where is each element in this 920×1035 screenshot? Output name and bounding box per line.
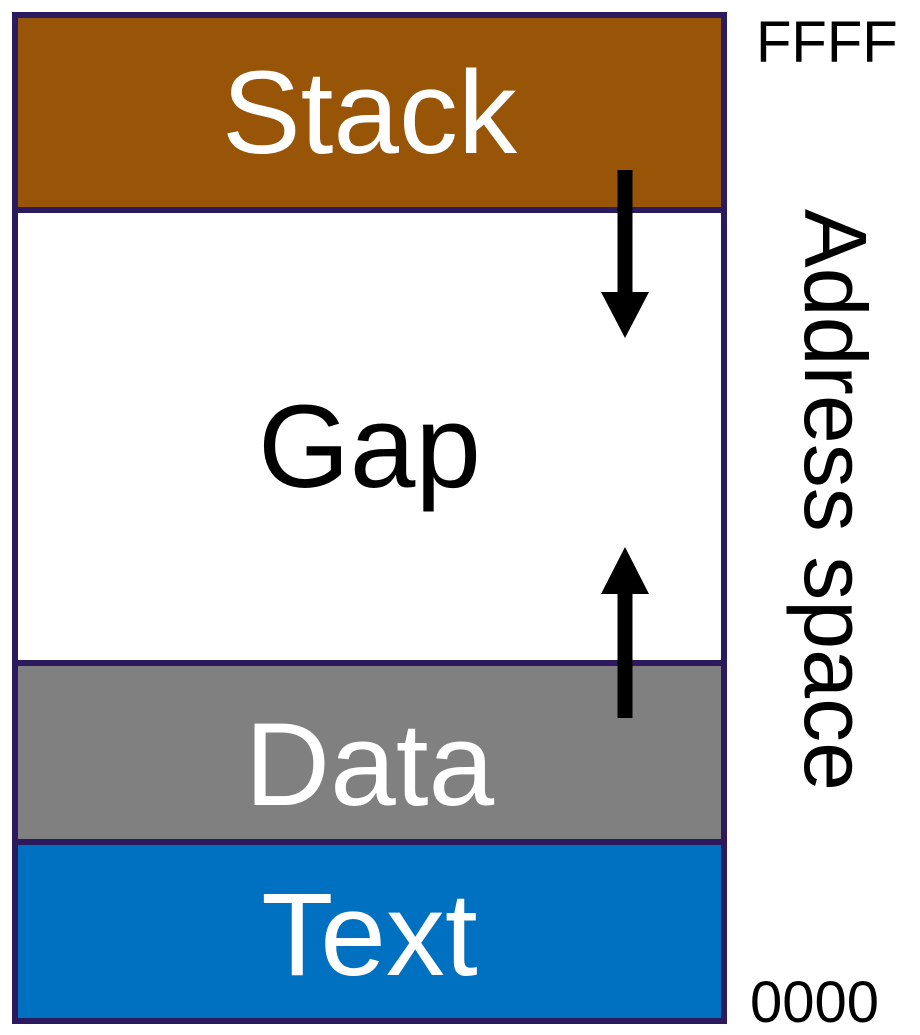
text-label: Text [261,868,478,1001]
stack-label: Stack [221,46,518,179]
data-segment: Data [12,660,727,845]
address-space-label: Address space [786,208,885,792]
data-label: Data [244,698,495,831]
stack-segment: Stack [12,12,727,213]
high-address-label: FFFF [756,10,898,75]
gap-label: Gap [257,380,482,513]
low-address-label: 0000 [750,970,880,1035]
text-segment: Text [12,839,727,1024]
gap-segment: Gap [12,207,727,666]
